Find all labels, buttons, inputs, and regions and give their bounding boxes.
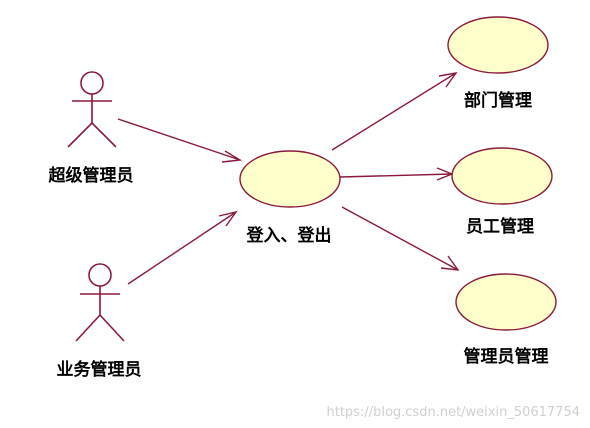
actor-business-admin: 业务管理员 xyxy=(57,263,142,380)
watermark-text: https://blog.csdn.net/weixin_50617754 xyxy=(326,405,580,420)
actor-super-admin: 超级管理员 xyxy=(49,71,134,186)
association-login-dept xyxy=(331,72,457,151)
actor-left-leg xyxy=(67,122,93,148)
arrowhead-login-admin xyxy=(440,255,460,271)
arrowhead-login-dept xyxy=(438,72,458,88)
usecase-label: 登入、登出 xyxy=(246,225,332,246)
usecase-ellipse xyxy=(447,16,549,74)
usecase-staff-mgmt: 员工管理 xyxy=(451,147,553,237)
usecase-label: 员工管理 xyxy=(466,216,534,237)
actor-left-leg xyxy=(75,314,101,342)
association-login-staff xyxy=(339,173,453,178)
associations xyxy=(117,72,460,285)
usecase-label: 管理员管理 xyxy=(464,346,549,367)
usecase-dept-mgmt: 部门管理 xyxy=(447,16,549,111)
actor-right-leg xyxy=(99,314,125,342)
usecase-ellipse xyxy=(451,147,553,205)
usecase-ellipse xyxy=(455,273,557,331)
usecase-admin-mgmt: 管理员管理 xyxy=(455,273,557,367)
actor-head xyxy=(88,263,112,287)
arrowhead-super-admin-login xyxy=(221,150,243,163)
arrowhead-business-admin-login xyxy=(218,210,238,227)
association-super-admin-login xyxy=(117,118,241,161)
usecase-ellipse xyxy=(239,150,341,208)
association-business-admin-login xyxy=(127,211,237,285)
actor-right-leg xyxy=(91,122,117,148)
association-login-admin xyxy=(341,206,459,271)
actor-label: 业务管理员 xyxy=(57,359,142,380)
usecase-login-logout: 登入、登出 xyxy=(239,150,341,246)
actor-label: 超级管理员 xyxy=(49,165,134,186)
usecase-label: 部门管理 xyxy=(464,90,532,111)
actor-head xyxy=(80,71,104,95)
